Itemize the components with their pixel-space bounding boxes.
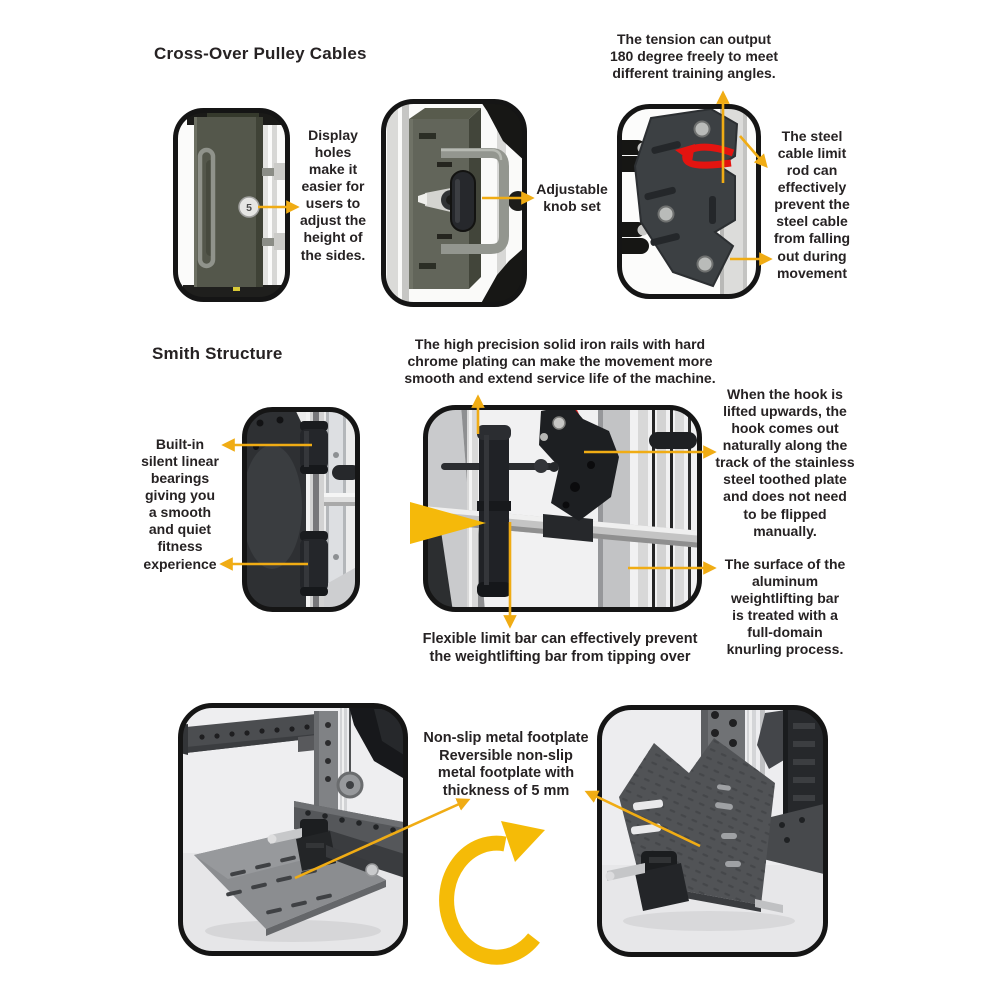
- annotation-linear-bearings: Built-in silent linear bearings giving y…: [141, 436, 219, 572]
- photo-smith-bar-hook: [423, 405, 702, 612]
- annotation-hook-release: When the hook is lifted upwards, the hoo…: [715, 386, 855, 539]
- photo-adjustable-knob-set: [381, 99, 527, 307]
- hole-number-label: 5: [246, 202, 252, 214]
- annotation-flexible-limit-bar: Flexible limit bar can effectively preve…: [422, 631, 698, 665]
- annotation-steel-cable-limit: The steel cable limit rod can effectivel…: [773, 128, 851, 281]
- rotation-arrow-icon: [675, 143, 735, 169]
- section-title-smith: Smith Structure: [152, 344, 283, 363]
- photo-footplate-reversed: [597, 705, 828, 957]
- annotation-iron-rails: The high precision solid iron rails with…: [404, 336, 716, 387]
- section-title-crossover: Cross-Over Pulley Cables: [154, 44, 367, 63]
- photo-linear-bearings: [242, 407, 360, 612]
- photo-pulley-height-adjuster: 5: [173, 108, 290, 302]
- annotation-adjustable-knob: Adjustable knob set: [536, 181, 608, 215]
- annotation-tension-output: The tension can output 180 degree freely…: [609, 31, 779, 82]
- photo-footplate-installed: [178, 703, 408, 956]
- annotation-non-slip-footplate: Non-slip metal footplate Reversible non-…: [423, 730, 589, 800]
- annotation-bar-knurling: The surface of the aluminum weightliftin…: [724, 556, 846, 658]
- annotation-display-holes: Display holes make it easier for users t…: [299, 127, 367, 263]
- photo-pulley-tension-bracket: [617, 104, 761, 299]
- curved-swap-arrow-icon: [439, 821, 545, 965]
